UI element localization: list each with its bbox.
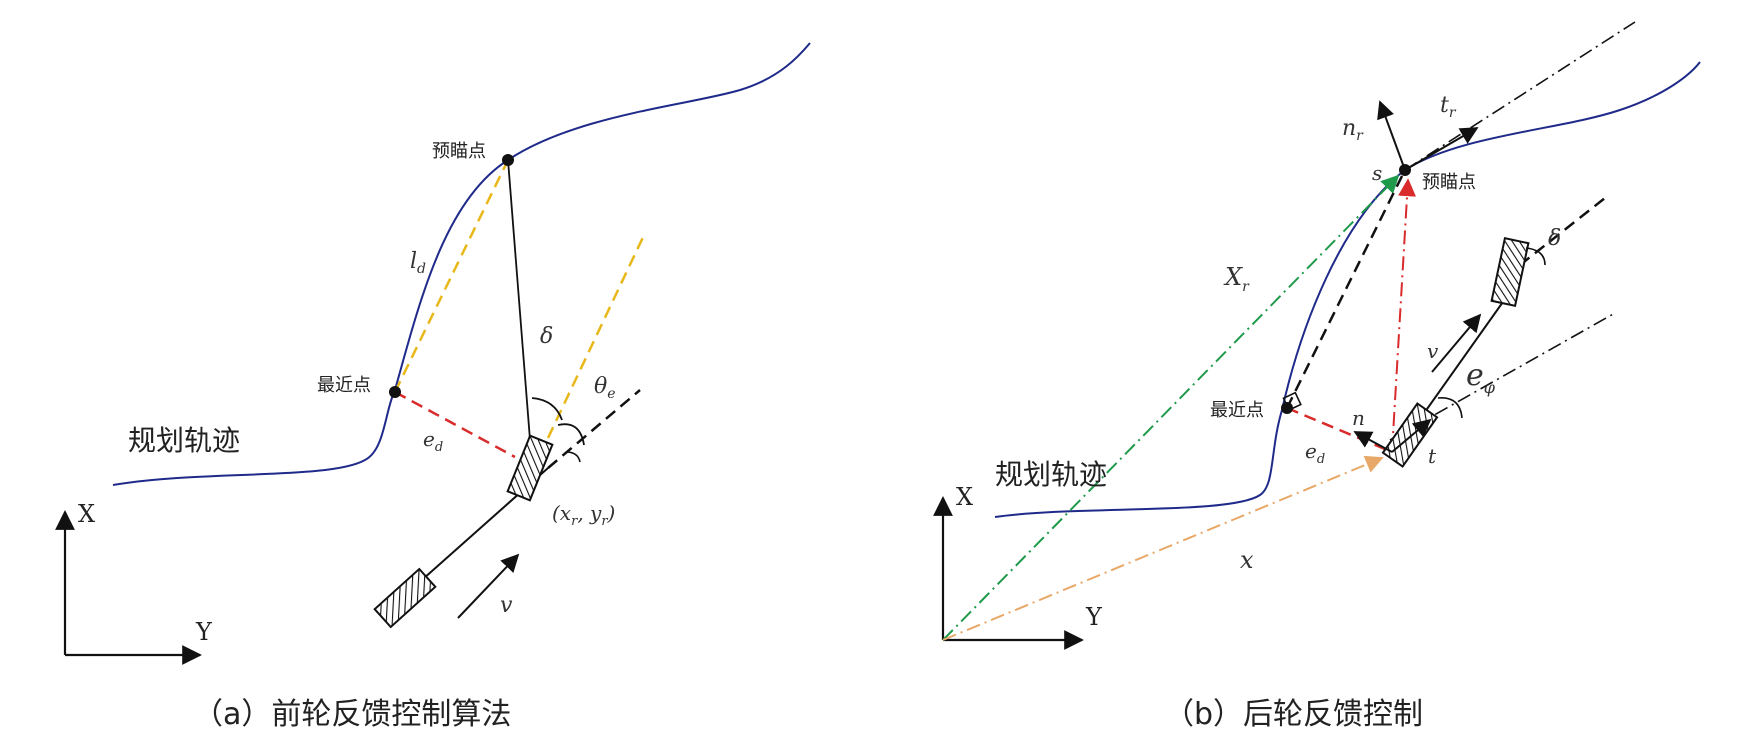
caption-b: （b）后轮反馈控制 [1164, 697, 1423, 732]
symbol-xr: Xr [1223, 263, 1250, 295]
theta-angle-arc [557, 423, 585, 446]
symbol-ed-b: ed [1305, 439, 1325, 467]
preview-point-a [502, 154, 514, 166]
symbol-nr: nr [1342, 116, 1364, 144]
symbol-ed-a: ed [423, 427, 443, 455]
rear-wheel-a [373, 567, 437, 629]
caption-a: （a）前轮反馈控制算法 [193, 697, 511, 732]
symbol-theta-e: θe [594, 374, 616, 402]
panel-a: X Y 预瞄点 最近点 [55, 42, 811, 732]
nearest-point-label-a: 最近点 [317, 375, 371, 396]
axes-b: X Y [933, 483, 1103, 650]
heading-reference-line [546, 232, 647, 439]
lateral-error-line-a [394, 390, 516, 459]
velocity-arrow-b [1431, 313, 1482, 373]
preview-point-label-b: 预瞄点 [1422, 172, 1476, 193]
lateral-error-line-b [1286, 406, 1393, 454]
heading-extension-a [547, 389, 641, 469]
trajectory-label-a: 规划轨迹 [128, 424, 240, 457]
symbol-ephi: eφ [1466, 358, 1496, 397]
front-to-preview-line [507, 159, 531, 441]
vector-rear-to-preview [1391, 178, 1417, 453]
vector-xr [942, 174, 1400, 641]
normal-vector-rear [1353, 431, 1393, 453]
symbol-v-b: v [1427, 339, 1439, 363]
symbol-rear-position: (xr, yr) [552, 501, 615, 529]
symbol-v-a: v [500, 593, 513, 618]
panel-b: X Y [933, 21, 1701, 732]
axis-x-label-a: X [78, 500, 95, 528]
axis-y-label-a: Y [195, 618, 213, 646]
delta-angle-arc-b [1525, 247, 1546, 266]
front-wheel-b [1490, 237, 1530, 307]
planned-trajectory-a [112, 42, 811, 486]
tangent-vector-rear [1391, 418, 1432, 453]
tangent-line-preview [1404, 21, 1636, 171]
symbol-delta-b: δ [1548, 226, 1561, 251]
normal-vector-preview [1377, 100, 1406, 171]
symbol-x: x [1240, 546, 1254, 574]
front-wheel-a [506, 434, 554, 502]
symbol-n: n [1352, 406, 1365, 430]
front-heading-extension-b [1519, 197, 1606, 266]
inner-angle-arc [565, 451, 581, 463]
nearest-point-label-b: 最近点 [1210, 400, 1264, 421]
trajectory-label-b: 规划轨迹 [995, 458, 1107, 491]
lookahead-line-ld [393, 159, 510, 393]
rear-heading-line [1389, 312, 1616, 441]
symbol-delta-a: δ [540, 324, 553, 349]
tangent-vector-preview [1404, 127, 1479, 171]
nearest-to-preview-line [1285, 169, 1407, 409]
delta-angle-arc [531, 397, 563, 421]
nearest-point-b [1281, 402, 1293, 414]
preview-point-label-a: 预瞄点 [432, 141, 486, 162]
preview-point-b [1399, 164, 1411, 176]
vector-x [942, 455, 1384, 641]
symbol-s: s [1372, 161, 1382, 185]
symbol-t: t [1428, 444, 1437, 468]
symbol-ld: ld [410, 249, 426, 277]
axis-x-label-b: X [956, 483, 973, 511]
axes-a: X Y [55, 500, 213, 665]
velocity-arrow-a [457, 553, 520, 619]
ephi-angle-arc [1437, 397, 1463, 419]
nearest-point-a [389, 386, 401, 398]
planned-trajectory-b [994, 61, 1701, 518]
symbol-tr: tr [1440, 93, 1457, 121]
axis-y-label-b: Y [1085, 603, 1103, 631]
